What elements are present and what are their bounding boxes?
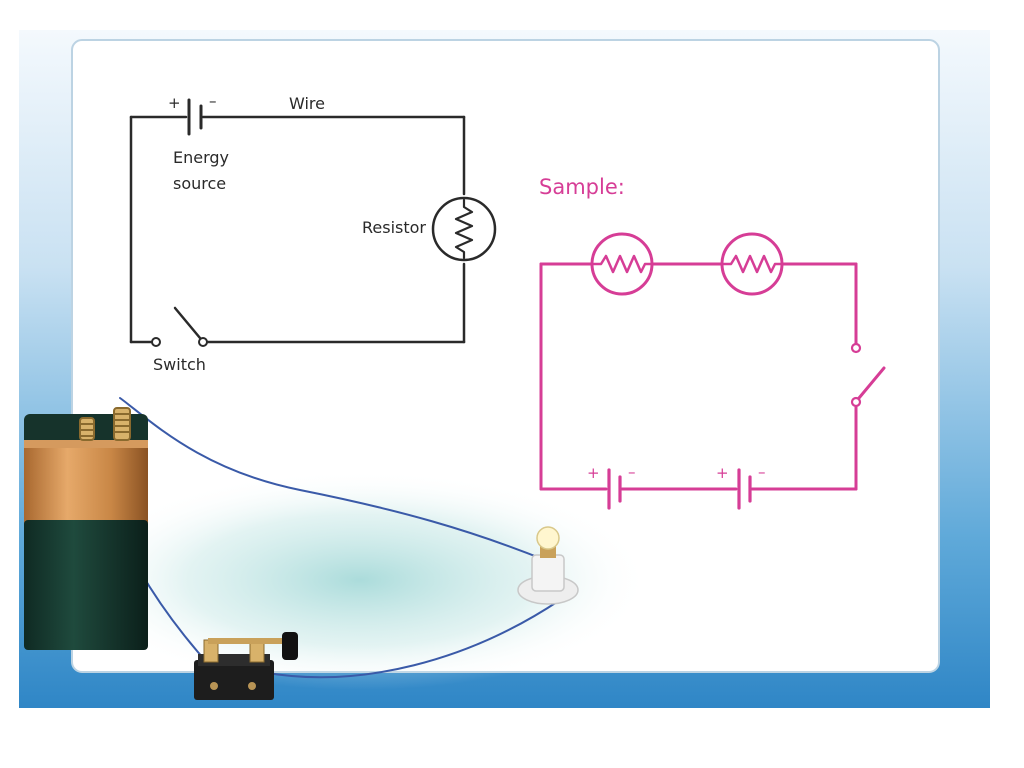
energy-source-label-line1: Energy (173, 148, 229, 167)
sample-switch-terminal-top (850, 342, 862, 354)
battery-minus-sign: – (209, 92, 217, 110)
battery-photo (24, 407, 148, 650)
sample-resistor-2 (720, 232, 784, 296)
sample-battery-1-minus: – (628, 463, 636, 481)
resistor-symbol (431, 196, 497, 262)
bulb-glass (536, 526, 560, 550)
battery-terminals (79, 407, 131, 441)
wire-label: Wire (289, 94, 325, 113)
switch-terminal-right (198, 337, 208, 347)
sample-resistor-1-zigzag (592, 254, 652, 274)
knife-switch-photo (194, 632, 298, 700)
sample-resistor-2-zigzag (722, 254, 782, 274)
battery-plus-sign: + (168, 94, 181, 112)
energy-source-label-line2: source (173, 174, 226, 193)
switch-label: Switch (153, 355, 206, 374)
battery-copper-lip (24, 440, 148, 448)
sample-heading: Sample: (539, 175, 625, 199)
switch-blade (208, 638, 292, 644)
sample-schematic (539, 232, 886, 510)
wire-switch-to-bulb (261, 599, 561, 679)
switch-terminal-left (151, 337, 161, 347)
sample-switch-lever (857, 366, 886, 400)
battery-body (24, 520, 148, 650)
switch-handle (282, 632, 298, 660)
resistor-label: Resistor (362, 218, 426, 237)
sample-switch-terminal-bottom (850, 396, 862, 408)
battery-copper-band (24, 445, 148, 525)
switch-screw-left (210, 682, 218, 690)
socket-body (531, 554, 565, 592)
sample-battery-1-plus: + (587, 464, 600, 482)
switch-screw-right (248, 682, 256, 690)
resistor-zigzag (454, 198, 474, 260)
sample-battery-2-minus: – (758, 463, 766, 481)
sample-resistor-1 (590, 232, 654, 296)
board-glow (70, 470, 650, 690)
basic-schematic (129, 98, 497, 347)
wire-battery-to-bulb (119, 397, 546, 561)
sample-battery-2-plus: + (716, 464, 729, 482)
bulb-socket-photo (517, 526, 579, 605)
switch-lever (173, 306, 202, 340)
